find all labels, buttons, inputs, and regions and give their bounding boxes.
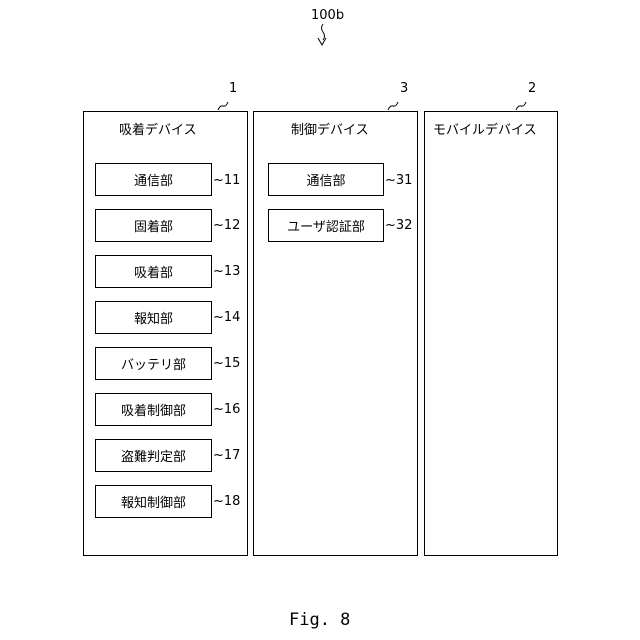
component-communication-1: 通信部: [95, 163, 212, 196]
component-battery: バッテリ部: [95, 347, 212, 380]
figure-caption: Fig. 8: [289, 612, 350, 629]
device-ref-leader-2: [516, 102, 526, 110]
device-ref-3: 3: [400, 82, 408, 95]
device-ref-2: 2: [528, 82, 536, 95]
system-ref-label: 100b: [311, 9, 344, 22]
device-title-control: 制御デバイス: [291, 124, 369, 137]
component-adsorption: 吸着部: [95, 255, 212, 288]
component-notification: 報知部: [95, 301, 212, 334]
component-user-authentication: ユーザ認証部: [268, 209, 384, 242]
component-ref-18: ~18: [213, 495, 240, 508]
component-ref-14: ~14: [213, 311, 240, 324]
device-ref-leader-1: [218, 102, 228, 110]
device-ref-1: 1: [229, 82, 237, 95]
component-ref-16: ~16: [213, 403, 240, 416]
component-adsorption-control: 吸着制御部: [95, 393, 212, 426]
component-ref-17: ~17: [213, 449, 240, 462]
component-communication-3: 通信部: [268, 163, 384, 196]
system-ref-arrow: [322, 24, 325, 40]
device-box-mobile: [424, 111, 558, 556]
system-ref-arrowhead: [318, 38, 326, 45]
component-theft-determination: 盗難判定部: [95, 439, 212, 472]
component-ref-32: ~32: [385, 219, 412, 232]
device-title-mobile: モバイルデバイス: [433, 124, 537, 137]
component-fixing: 固着部: [95, 209, 212, 242]
component-ref-31: ~31: [385, 174, 412, 187]
component-ref-15: ~15: [213, 357, 240, 370]
device-ref-leader-3: [388, 102, 398, 110]
component-ref-13: ~13: [213, 265, 240, 278]
component-notification-control: 報知制御部: [95, 485, 212, 518]
component-ref-11: ~11: [213, 174, 240, 187]
device-title-adsorption: 吸着デバイス: [119, 124, 197, 137]
component-ref-12: ~12: [213, 219, 240, 232]
